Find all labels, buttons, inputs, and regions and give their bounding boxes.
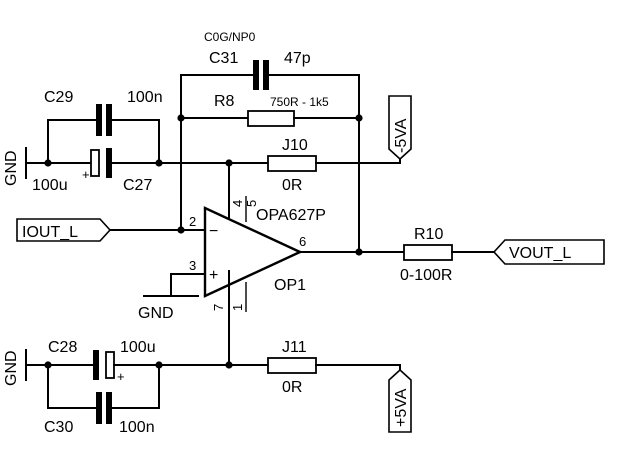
opamp-minus-sign: − (209, 223, 218, 240)
pos-supply-port: +5VA (388, 368, 412, 433)
c31-value-label: 47p (284, 50, 311, 67)
svg-text:IOUT_L: IOUT_L (22, 224, 78, 241)
gnd-symbol-noninv (143, 273, 199, 297)
c27-value-label: 100u (32, 177, 68, 194)
junction-dots (44, 114, 363, 369)
c28-value-label: 100u (120, 339, 156, 356)
c29-value-label: 100n (127, 89, 163, 106)
gnd-label-noninv: GND (138, 305, 174, 322)
j11-ref-label: J11 (282, 339, 307, 356)
r8-ref-label: R8 (214, 93, 235, 110)
neg-supply-port: -5VA (388, 95, 412, 161)
c30-value-label: 100n (119, 419, 155, 436)
opamp-edge-top (203, 206, 302, 254)
opamp-interior-mask (209, 236, 249, 270)
opamp-pin-7: 7 (211, 304, 226, 311)
gnd-label-bottom: GND (3, 350, 20, 386)
c30-ref-label: C30 (44, 419, 73, 436)
c31-dielectric-label: C0G/NP0 (204, 30, 256, 44)
opamp-edge-bottom (203, 250, 302, 298)
gnd-label-top: GND (3, 150, 20, 186)
c28-capacitor (93, 350, 230, 380)
opamp-pin-3: 3 (189, 258, 196, 273)
opamp-pin-4: 4 (230, 200, 245, 207)
c31-capacitor (180, 60, 360, 119)
c28-ref-label: C28 (48, 339, 77, 356)
c27-capacitor (90, 148, 230, 178)
r8-value-label: 750R - 1k5 (270, 95, 329, 109)
c29-capacitor (47, 104, 160, 164)
j11-value-label: 0R (282, 379, 302, 396)
opamp-part-label: OPA627P (256, 207, 326, 224)
svg-text:+5VA: +5VA (393, 388, 410, 427)
j10-value-label: 0R (282, 177, 302, 194)
c27-polarity-mark: + (82, 167, 90, 182)
c29-ref-label: C29 (44, 89, 73, 106)
output-port-vout-l: VOUT_L (492, 239, 605, 265)
opamp-pin-6: 6 (299, 234, 306, 249)
opamp-pin-5: 5 (244, 200, 259, 207)
opamp-pin-1: 1 (230, 304, 245, 311)
opamp-pin-2: 2 (189, 214, 196, 229)
c27-ref-label: C27 (123, 177, 152, 194)
j11-jumper (228, 357, 401, 374)
c30-capacitor (47, 364, 160, 424)
c31-ref-label: C31 (209, 50, 238, 67)
opamp-plus-sign: + (209, 267, 218, 284)
r10-resistor (358, 244, 495, 261)
r8-resistor (180, 110, 360, 127)
j10-jumper (228, 155, 401, 172)
c28-polarity-mark: + (117, 369, 125, 384)
input-port-iout-l: IOUT_L (16, 218, 182, 242)
r10-ref-label: R10 (414, 226, 443, 243)
opamp-ref-label: OP1 (274, 277, 306, 294)
j10-ref-label: J10 (282, 137, 308, 154)
svg-text:VOUT_L: VOUT_L (509, 245, 571, 262)
svg-text:-5VA: -5VA (393, 118, 410, 153)
r10-value-label: 0-100R (400, 267, 452, 284)
